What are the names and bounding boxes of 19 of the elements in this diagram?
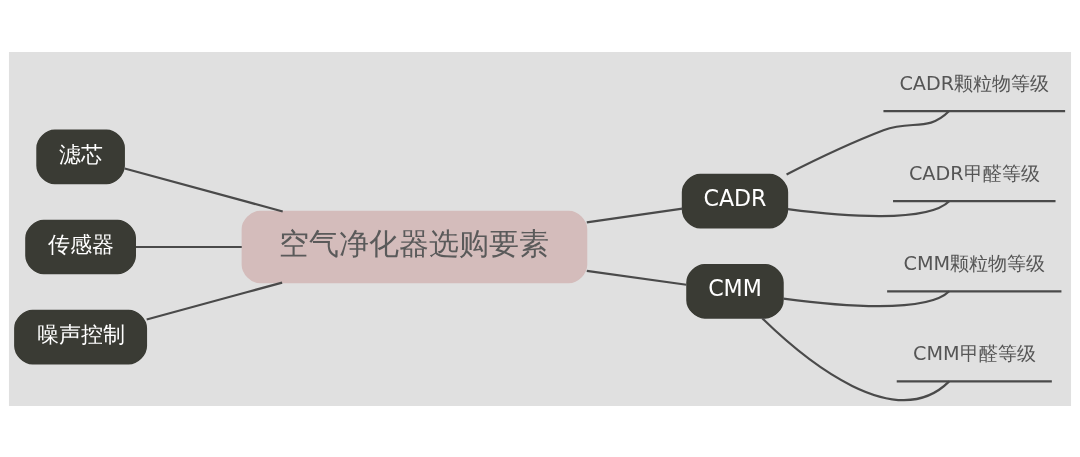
connector bbox=[787, 199, 950, 217]
connector bbox=[786, 109, 950, 175]
node-box: 滤芯 bbox=[36, 129, 125, 184]
connector bbox=[146, 281, 283, 321]
node-box: 传感器 bbox=[25, 219, 136, 274]
connector bbox=[586, 206, 683, 223]
node-text: CADR颗粒物等级 bbox=[899, 71, 1050, 95]
node-box: 噪声控制 bbox=[14, 309, 148, 364]
node-text: CADR甲醛等级 bbox=[908, 161, 1040, 185]
node-text: CMM颗粒物等级 bbox=[903, 251, 1046, 275]
node-text: CMM甲醛等级 bbox=[913, 341, 1036, 365]
connector bbox=[761, 316, 950, 401]
connector bbox=[783, 289, 950, 307]
node-box: 空气净化器选购要素 bbox=[241, 210, 588, 283]
connector bbox=[136, 245, 242, 248]
node-box: CADR bbox=[681, 173, 789, 228]
connector bbox=[586, 269, 687, 286]
node-box: CMM bbox=[686, 263, 784, 319]
connector bbox=[124, 166, 283, 213]
